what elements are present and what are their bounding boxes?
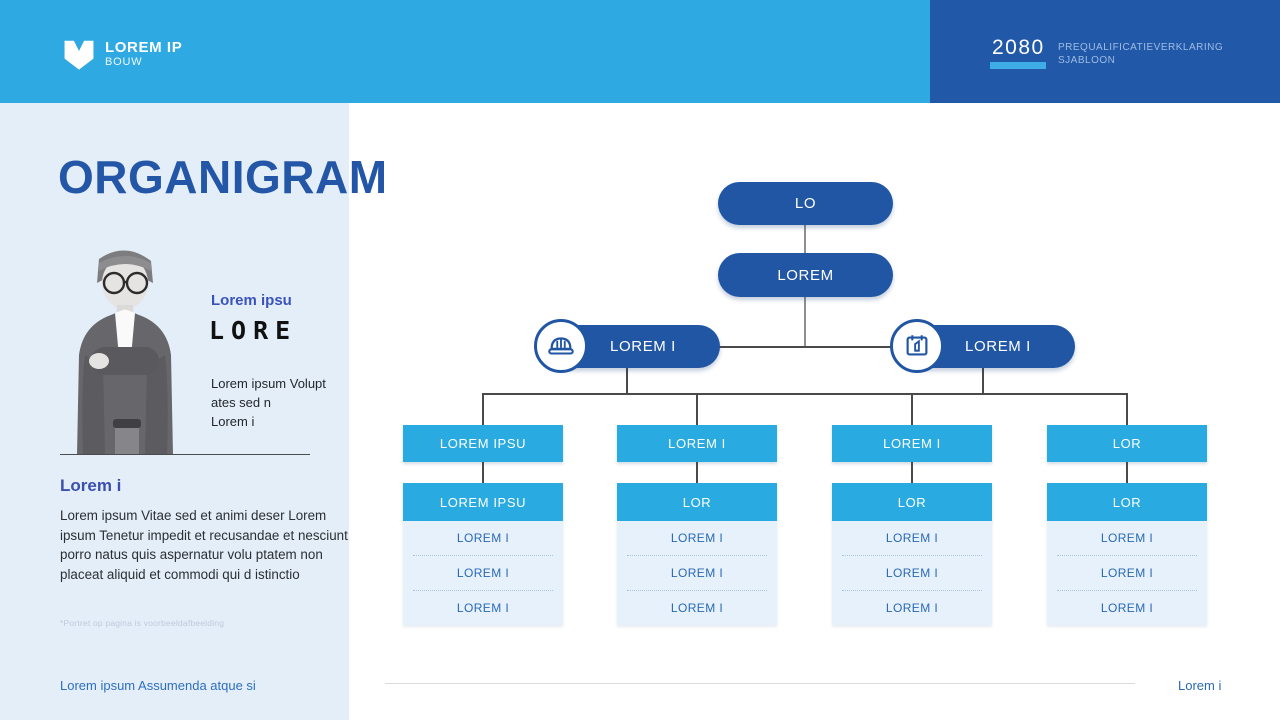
profile-role-label: Lorem ipsu [211,292,292,309]
connector-col2-drop [696,393,698,425]
org-column-subheader: LOR [617,483,777,521]
org-list-item: LOREM I [413,590,553,625]
hard-hat-icon [548,337,574,355]
profile-detail-line: Lorem i [211,414,255,429]
org-column-subheader: LOREM IPSU [403,483,563,521]
year-label: 2080 [992,36,1045,59]
footer-divider-line [385,683,1135,684]
connector-root-to-level2 [804,225,806,253]
tagline-line: PREQUALIFICATIEVERKLARING [1058,42,1224,53]
org-column-header: LOREM I [617,425,777,462]
org-column-list: LOREM I LOREM I LOREM I [832,521,992,625]
tagline-line: SJABLOON [1058,55,1116,66]
org-column-4: LOR LOR LOREM I LOREM I LOREM I [1047,425,1207,625]
column-connector [482,462,484,483]
org-list-item: LOREM I [842,555,982,590]
connector-branch-left-drop [626,368,628,393]
org-column-header: LOREM I [832,425,992,462]
branch-right-icon-badge [890,319,944,373]
org-list-item: LOREM I [885,531,939,545]
header-tagline: PREQUALIFICATIEVERKLARING SJABLOON [1058,41,1223,67]
profile-detail-line: Lorem ipsum Volupt [211,376,326,391]
org-column-header: LOREM IPSU [403,425,563,462]
profile-detail-line: ates sed n [211,395,271,410]
org-list-item: LOREM I [627,590,767,625]
brand-text: LOREM IP BOUW [105,39,182,69]
org-node-root: LO [718,182,893,225]
person-illustration [77,250,173,455]
section-body-text: Lorem ipsum Vitae sed et animi deser Lor… [60,508,348,583]
m-logo-icon [64,40,94,70]
connector-branch-horizontal [627,346,983,348]
org-column-1: LOREM IPSU LOREM IPSU LOREM I LOREM I LO… [403,425,563,625]
profile-details: Lorem ipsum Volupt ates sed n Lorem i [211,374,326,431]
org-column-2: LOREM I LOR LOREM I LOREM I LOREM I [617,425,777,625]
connector-level2-down [804,297,806,347]
org-list-item: LOREM I [1057,590,1197,625]
section-heading: Lorem i [60,476,122,495]
org-column-list: LOREM I LOREM I LOREM I [403,521,563,625]
connector-col1-drop [482,393,484,425]
portrait-footnote: *Portret op pagina is voorbeeldafbeeldin… [60,618,225,628]
org-column-list: LOREM I LOREM I LOREM I [617,521,777,625]
org-node-level2: LOREM [718,253,893,297]
brand-logo: LOREM IP BOUW [62,35,182,72]
connector-col3-drop [911,393,913,425]
org-list-item: LOREM I [627,555,767,590]
org-list-item: LOREM I [413,555,553,590]
year-underline [990,62,1046,69]
header-dark-panel [930,0,1280,103]
page-title: ORGANIGRAM [58,151,388,203]
org-column-subheader: LOR [832,483,992,521]
org-column-subheader: LOR [1047,483,1207,521]
org-column-3: LOREM I LOR LOREM I LOREM I LOREM I [832,425,992,625]
profile-signature: LORE [209,316,298,345]
org-list-item: LOREM I [1057,555,1197,590]
branch-left-icon-badge [534,319,588,373]
org-column-header: LOR [1047,425,1207,462]
column-connector [1126,462,1128,483]
org-list-item: LOREM I [842,590,982,625]
org-list-item: LOREM I [670,531,724,545]
org-column-list: LOREM I LOREM I LOREM I [1047,521,1207,625]
brand-name: LOREM IP [105,38,183,56]
sidebar-panel [0,103,349,720]
column-connector [696,462,698,483]
portrait-photo [55,237,195,455]
connector-branch-right-drop [982,368,984,393]
connector-col4-drop [1126,393,1128,425]
clipboard-pencil-icon [906,335,928,356]
photo-divider-line [60,454,310,455]
connector-tree-horizontal [483,393,1128,395]
org-list-item: LOREM I [456,531,510,545]
column-connector [911,462,913,483]
footer-right-label: Lorem i [1178,678,1222,693]
org-list-item: LOREM I [1100,531,1154,545]
sidebar-footer-link[interactable]: Lorem ipsum Assumenda atque si [60,678,256,693]
brand-subtitle: BOUW [105,55,143,68]
